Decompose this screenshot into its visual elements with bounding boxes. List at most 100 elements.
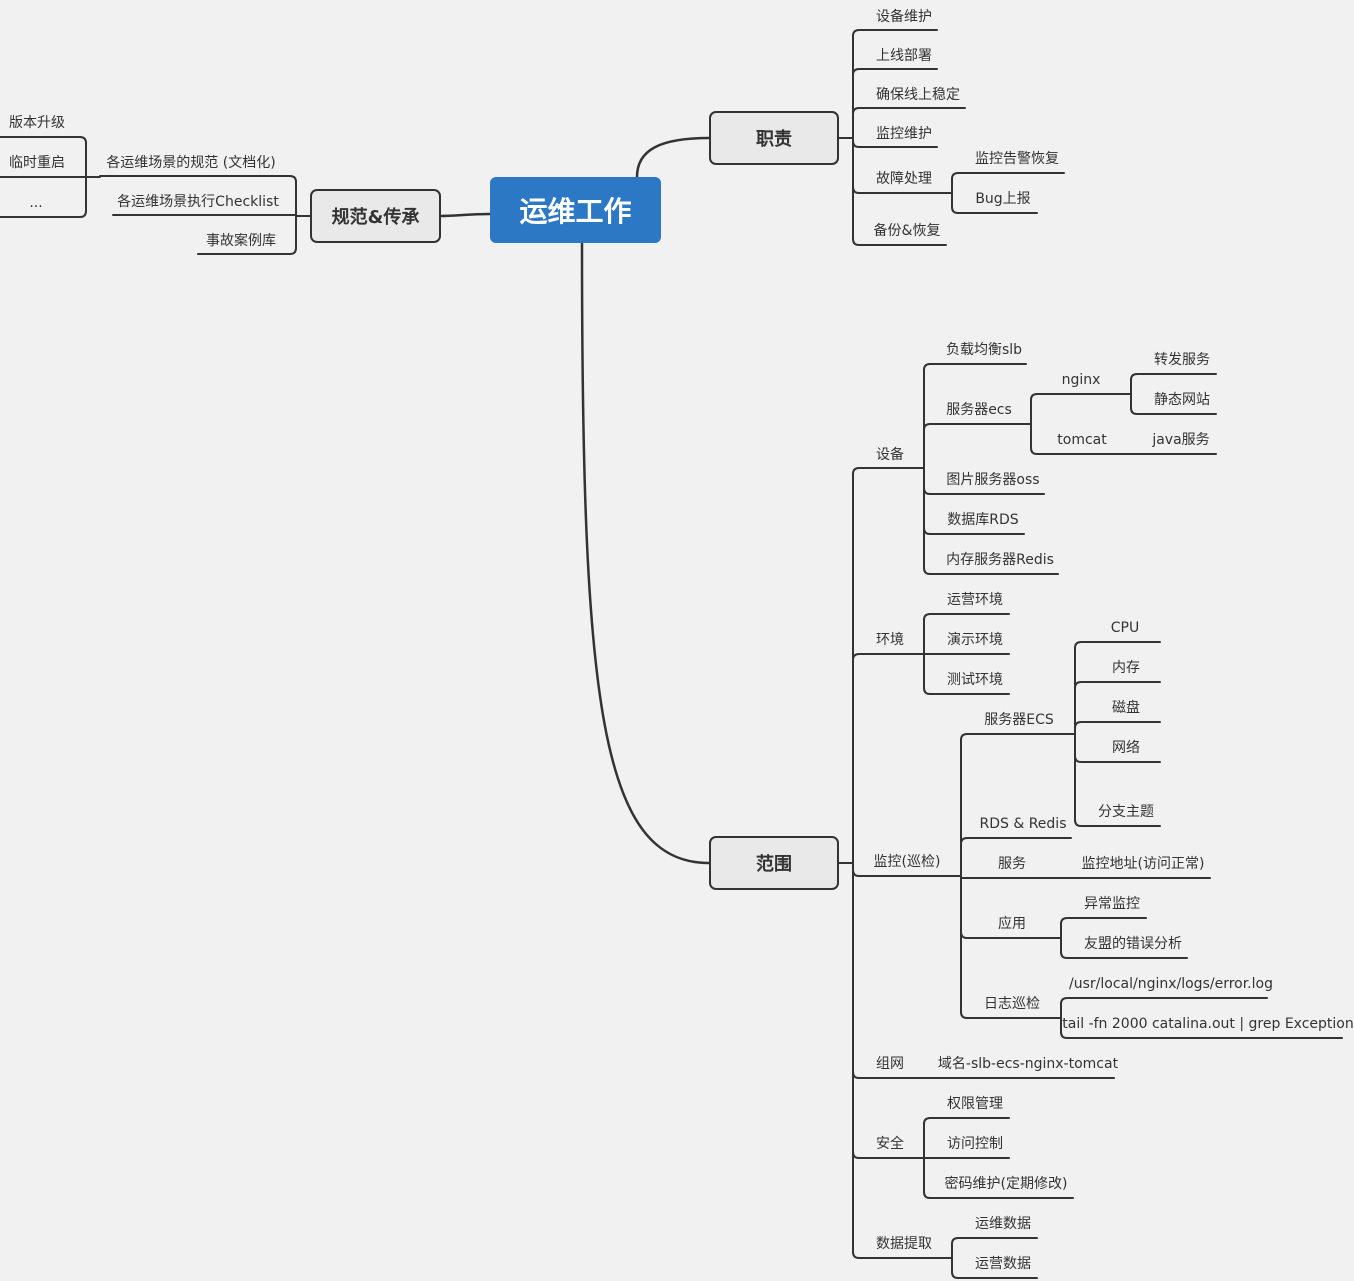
log-child[interactable]: tail -fn 2000 catalina.out | grep Except…	[1062, 1016, 1354, 1032]
connector-line	[852, 467, 910, 475]
monitor-item[interactable]: 服务器ECS	[984, 712, 1054, 728]
norm-child[interactable]: ...	[29, 195, 43, 211]
norm-item[interactable]: 各运维场景执行Checklist	[117, 194, 279, 210]
connector-line	[0, 210, 87, 218]
monitor-item[interactable]: RDS & Redis	[979, 816, 1067, 832]
duty-item[interactable]: 故障处理	[876, 171, 932, 187]
connector-line	[197, 247, 297, 255]
connector-line	[951, 1271, 1038, 1279]
scope-item-monitor[interactable]: 监控(巡检)	[873, 854, 941, 870]
connector-line	[1130, 407, 1217, 415]
security-item[interactable]: 权限管理	[947, 1096, 1003, 1112]
connector-line	[852, 1151, 910, 1159]
connector-line	[635, 136, 711, 179]
connector-line	[99, 175, 297, 183]
connector-line	[960, 733, 1062, 741]
connector-line	[852, 1071, 910, 1079]
connector-line	[923, 613, 1010, 621]
security-item[interactable]: 访问控制	[947, 1136, 1003, 1152]
fault-child[interactable]: Bug上报	[975, 191, 1031, 207]
data-item[interactable]: 运维数据	[975, 1216, 1031, 1232]
monitor-item[interactable]: 日志巡检	[984, 996, 1040, 1012]
device-item[interactable]: 内存服务器Redis	[946, 552, 1054, 568]
norm-child[interactable]: 版本升级	[9, 115, 65, 131]
root-node[interactable]: 运维工作	[490, 177, 661, 243]
connector-line	[0, 136, 87, 144]
connector-line	[1074, 641, 1161, 649]
connector-line	[852, 29, 938, 37]
connector-line	[852, 68, 938, 76]
connector-line	[1060, 1031, 1343, 1039]
norm-item[interactable]: 事故案例库	[206, 233, 276, 249]
monitor-ecs-child[interactable]: 内存	[1112, 660, 1140, 676]
ecs-child[interactable]: nginx	[1061, 372, 1101, 388]
connector-line	[1030, 447, 1118, 455]
connector-line	[960, 837, 1072, 845]
connector-line	[960, 1011, 1047, 1019]
device-item[interactable]: 图片服务器oss	[946, 472, 1040, 488]
monitor-ecs-child[interactable]: 分支主题	[1098, 804, 1154, 820]
device-item[interactable]: 服务器ecs	[946, 402, 1012, 418]
connector-line	[852, 140, 938, 148]
network-item[interactable]: 域名-slb-ecs-nginx-tomcat	[937, 1056, 1119, 1072]
monitor-ecs-child[interactable]: 网络	[1112, 740, 1140, 756]
connector-line	[923, 423, 1018, 431]
tomcat-child[interactable]: java服务	[1152, 432, 1210, 448]
monitor-item[interactable]: 服务	[998, 856, 1026, 872]
branch-norms[interactable]: 规范&传承	[310, 189, 441, 243]
scope-item-network[interactable]: 组网	[876, 1056, 904, 1072]
service-child[interactable]: 监控地址(访问正常)	[1081, 856, 1205, 872]
branch-scope[interactable]: 范围	[709, 836, 839, 890]
duty-item[interactable]: 设备维护	[876, 9, 932, 25]
connector-line	[852, 186, 938, 194]
nginx-child[interactable]: 静态网站	[1154, 392, 1210, 408]
connector-line	[580, 241, 711, 865]
connector-line	[951, 172, 1065, 180]
duty-item[interactable]: 上线部署	[876, 48, 932, 64]
connector-line	[923, 567, 1059, 575]
connector-line	[1074, 755, 1161, 763]
log-child[interactable]: /usr/local/nginx/logs/error.log	[1069, 976, 1273, 992]
monitor-item[interactable]: 应用	[998, 916, 1026, 932]
connector-line	[852, 653, 910, 661]
connector-line	[1074, 819, 1161, 827]
env-item[interactable]: 运营环境	[947, 592, 1003, 608]
app-child[interactable]: 友盟的错误分析	[1084, 936, 1182, 952]
norm-child[interactable]: 临时重启	[9, 155, 65, 171]
app-child[interactable]: 异常监控	[1084, 896, 1140, 912]
monitor-ecs-child[interactable]: CPU	[1110, 620, 1140, 636]
monitor-ecs-child[interactable]: 磁盘	[1112, 700, 1140, 716]
nginx-child[interactable]: 转发服务	[1154, 352, 1210, 368]
data-item[interactable]: 运营数据	[975, 1256, 1031, 1272]
scope-item-env[interactable]: 环境	[876, 632, 904, 648]
scope-item-device[interactable]: 设备	[876, 447, 904, 463]
connector-line	[923, 487, 1045, 495]
device-item[interactable]: 数据库RDS	[947, 512, 1019, 528]
env-item[interactable]: 演示环境	[947, 632, 1003, 648]
connector-line	[1060, 917, 1147, 925]
norm-item[interactable]: 各运维场景的规范 (文档化)	[106, 155, 276, 171]
connector-line	[923, 363, 1027, 371]
branch-duty[interactable]: 职责	[709, 111, 839, 165]
connector-line	[439, 212, 492, 218]
duty-item[interactable]: 确保线上稳定	[876, 87, 960, 103]
connector-line	[852, 107, 966, 115]
scope-item-data[interactable]: 数据提取	[876, 1236, 932, 1252]
fault-child[interactable]: 监控告警恢复	[975, 151, 1059, 167]
connector-line	[1074, 721, 1161, 729]
duty-item[interactable]: 备份&恢复	[873, 223, 941, 239]
connector-line	[923, 1191, 1074, 1199]
security-item[interactable]: 密码维护(定期修改)	[944, 1176, 1068, 1192]
scope-item-security[interactable]: 安全	[876, 1136, 904, 1152]
ecs-child[interactable]: tomcat	[1057, 432, 1107, 448]
connector-line	[923, 1117, 1010, 1125]
device-item[interactable]: 负载均衡slb	[945, 342, 1023, 358]
duty-item[interactable]: 监控维护	[876, 126, 932, 142]
connector-line	[852, 1251, 938, 1259]
connector-line	[852, 869, 947, 877]
connector-line	[923, 527, 1025, 535]
env-item[interactable]: 测试环境	[947, 672, 1003, 688]
connector-line	[951, 1237, 1038, 1245]
